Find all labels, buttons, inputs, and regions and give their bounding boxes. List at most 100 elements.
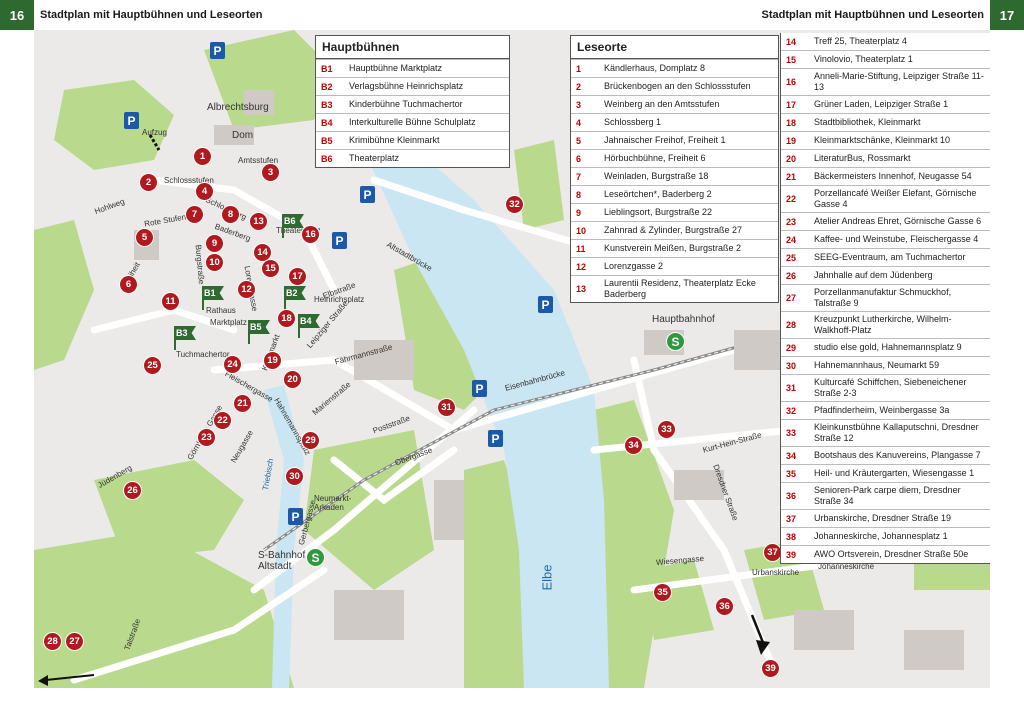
pin-23[interactable]: 23: [198, 429, 215, 446]
legend-reading-label: Bäckermeisters Innenhof, Neugasse 54: [814, 171, 972, 181]
pin-7[interactable]: 7: [186, 206, 203, 223]
legend-reading-label: Grüner Laden, Leipziger Straße 1: [814, 99, 949, 109]
legend-stage-key: B4: [321, 117, 333, 128]
legend-stage-key: B1: [321, 63, 333, 74]
pin-36[interactable]: 36: [716, 598, 733, 615]
pin-2[interactable]: 2: [140, 174, 157, 191]
legend-stage-label: Krimibühne Kleinmarkt: [349, 135, 440, 145]
legend-reading-label: Laurentii Residenz, Theaterplatz Ecke Ba…: [604, 278, 756, 299]
pin-13[interactable]: 13: [250, 213, 267, 230]
legend-stage-label: Interkulturelle Bühne Schulplatz: [349, 117, 476, 127]
pin-18[interactable]: 18: [278, 310, 295, 327]
pin-5[interactable]: 5: [136, 229, 153, 246]
pin-27[interactable]: 27: [66, 633, 83, 650]
legend-reading-key: 10: [576, 225, 587, 236]
legend-reading-key: 30: [786, 360, 797, 371]
legend-reading-key: 1: [576, 63, 582, 74]
pin-32[interactable]: 32: [506, 196, 523, 213]
legend-reading-key: 2: [576, 81, 582, 92]
legend-reading-key: 11: [576, 243, 586, 254]
pin-35[interactable]: 35: [654, 584, 671, 601]
page-title-left: Stadtplan mit Hauptbühnen und Leseorten: [40, 9, 263, 21]
legend-reading-key: 8: [576, 189, 582, 200]
parking-icon: P: [288, 508, 303, 525]
pin-37[interactable]: 37: [764, 544, 781, 561]
label-elbe: Elbe: [539, 564, 555, 591]
legend-reading-label: Schlossberg 1: [604, 117, 662, 127]
legend-reading-key: 36: [786, 491, 797, 501]
legend-stage-key: B5: [321, 135, 333, 146]
pin-9[interactable]: 9: [206, 235, 223, 252]
pin-12[interactable]: 12: [238, 281, 255, 298]
pin-11[interactable]: 11: [162, 293, 179, 310]
legend-stage-row: B5 Krimibühne Kleinmarkt: [316, 131, 509, 149]
pin-25[interactable]: 25: [144, 357, 161, 374]
label-aufzug: Aufzug: [142, 128, 167, 137]
legend-reading-key: 28: [786, 320, 797, 330]
legend-reading-label: Urbanskirche, Dresdner Straße 19: [814, 513, 952, 523]
legend-reading-label: Kunstverein Meißen, Burgstraße 2: [604, 243, 742, 253]
pin-29[interactable]: 29: [302, 432, 319, 449]
pin-8[interactable]: 8: [222, 206, 239, 223]
legend-reading-key: 22: [786, 194, 797, 204]
pin-28[interactable]: 28: [44, 633, 61, 650]
legend-stage-label: Theaterplatz: [349, 153, 400, 163]
pin-4[interactable]: 4: [196, 183, 213, 200]
pin-15[interactable]: 15: [262, 260, 279, 277]
legend-reading-key: 12: [576, 261, 587, 272]
pin-3[interactable]: 3: [262, 164, 279, 181]
pin-26[interactable]: 26: [124, 482, 141, 499]
legend-reading-label: Hörbuchbühne, Freiheit 6: [604, 153, 706, 163]
legend-stage-key: B6: [321, 153, 333, 164]
pin-31[interactable]: 31: [438, 399, 455, 416]
legend-reading-key: 4: [576, 117, 582, 128]
pin-14[interactable]: 14: [254, 244, 271, 261]
pin-20[interactable]: 20: [284, 371, 301, 388]
parking-icon: P: [360, 186, 375, 203]
pin-10[interactable]: 10: [206, 254, 223, 271]
legend-reading-label: Kleinmarktschänke, Kleinmarkt 10: [814, 135, 951, 145]
pin-24[interactable]: 24: [224, 356, 241, 373]
legend-reading-key: 23: [786, 216, 797, 227]
label-marktplatz: Marktplatz: [210, 318, 247, 327]
pin-21[interactable]: 21: [234, 395, 251, 412]
legend-reading-row: 12 Lorenzgasse 2: [571, 257, 778, 275]
pin-1[interactable]: 1: [194, 148, 211, 165]
legend-reading-label: Treff 25, Theaterplatz 4: [814, 36, 907, 46]
legend-reading-label: Jahnhalle auf dem Jüdenberg: [814, 270, 933, 280]
pin-33[interactable]: 33: [658, 421, 675, 438]
legend-reading-key: 3: [576, 99, 582, 110]
pin-16[interactable]: 16: [302, 226, 319, 243]
legend-reading-key: 33: [786, 428, 797, 438]
legend-reading-key: 34: [786, 450, 797, 461]
legend-reading-label: Lorenzgasse 2: [604, 261, 664, 271]
legend-reading-key: 17: [786, 99, 797, 110]
parking-icon: P: [124, 112, 139, 129]
pin-19[interactable]: 19: [264, 352, 281, 369]
label-urbanskirche: Urbanskirche: [752, 568, 800, 577]
city-map[interactable]: Albrechtsburg Dom Aufzug Hauptbahnhof S-…: [34, 30, 990, 688]
pin-6[interactable]: 6: [120, 276, 137, 293]
pin-34[interactable]: 34: [625, 437, 642, 454]
pin-30[interactable]: 30: [286, 468, 303, 485]
pin-22[interactable]: 22: [214, 412, 231, 429]
legend-stage-row: B4 Interkulturelle Bühne Schulplatz: [316, 113, 509, 131]
pin-17[interactable]: 17: [289, 268, 306, 285]
legend-stage-key: B2: [321, 81, 333, 92]
pin-39[interactable]: 39: [762, 660, 779, 677]
